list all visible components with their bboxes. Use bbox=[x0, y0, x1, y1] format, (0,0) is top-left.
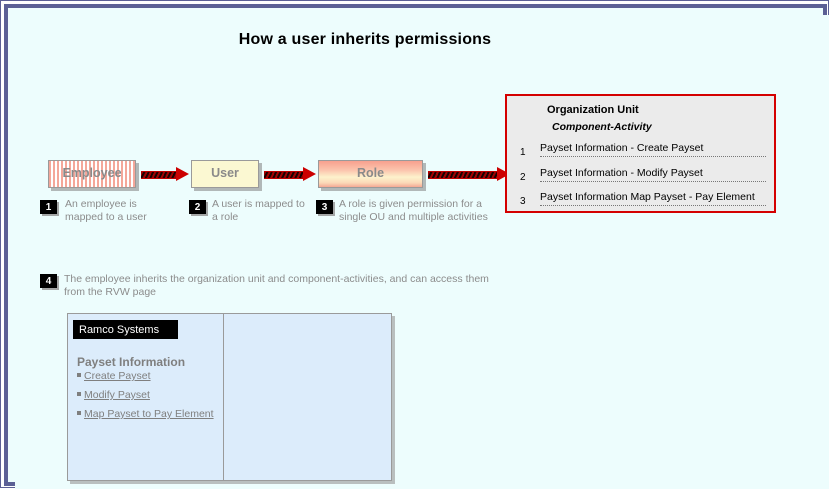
organization-unit-box: Organization Unit Component-Activity 1 P… bbox=[505, 94, 776, 213]
diagram-canvas: How a user inherits permissions Employee… bbox=[15, 15, 829, 489]
menu-link-label: Modify Payset bbox=[84, 389, 150, 401]
organization-unit-subtitle: Component-Activity bbox=[552, 121, 652, 133]
org-activity-row: 2 Payset Information - Modify Payset bbox=[517, 167, 769, 189]
org-activity-label: Payset Information - Create Payset bbox=[540, 142, 766, 157]
flow-box-role[interactable]: Role bbox=[318, 160, 423, 188]
arrow-head bbox=[176, 167, 189, 181]
org-activity-number: 2 bbox=[520, 172, 526, 183]
payset-information-heading: Payset Information bbox=[77, 355, 186, 369]
organization-unit-title: Organization Unit bbox=[547, 104, 639, 116]
org-activity-number: 3 bbox=[520, 196, 526, 207]
step-badge-4: 4 bbox=[40, 274, 57, 288]
step-caption-3: A role is given permission for a single … bbox=[339, 198, 488, 223]
arrow-head bbox=[303, 167, 316, 181]
menu-link-create-payset[interactable]: Create Payset bbox=[77, 370, 151, 382]
flow-box-user-label: User bbox=[211, 166, 239, 180]
menu-link-label: Map Payset to Pay Element bbox=[84, 408, 214, 420]
step-badge-1: 1 bbox=[40, 200, 57, 214]
arrow-right-icon-role-to-org-unit bbox=[428, 167, 510, 181]
bullet-icon bbox=[77, 411, 81, 416]
menu-link-map-payset-to-pay-element[interactable]: Map Payset to Pay Element bbox=[77, 408, 214, 420]
org-activity-label: Payset Information Map Payset - Pay Elem… bbox=[540, 191, 766, 206]
arrow-shaft bbox=[428, 171, 498, 179]
flow-box-employee[interactable]: Employee bbox=[48, 160, 136, 188]
step-badge-2: 2 bbox=[189, 200, 206, 214]
flow-box-role-label: Role bbox=[356, 166, 385, 180]
bullet-icon bbox=[77, 392, 81, 397]
arrow-right-icon-user-to-role bbox=[264, 167, 316, 181]
menu-link-modify-payset[interactable]: Modify Payset bbox=[77, 389, 150, 401]
flow-box-employee-label: Employee bbox=[62, 166, 122, 180]
org-activity-row: 1 Payset Information - Create Payset bbox=[517, 142, 769, 164]
ramco-systems-panel: Ramco Systems Payset Information Create … bbox=[67, 313, 392, 481]
org-activity-row: 3 Payset Information Map Payset - Pay El… bbox=[517, 191, 769, 213]
arrow-shaft bbox=[264, 171, 304, 179]
ramco-systems-header: Ramco Systems bbox=[73, 320, 178, 339]
arrow-shaft bbox=[141, 171, 177, 179]
panel-divider bbox=[223, 314, 224, 480]
step-caption-2: A user is mapped to a role bbox=[212, 198, 305, 223]
page-title: How a user inherits permissions bbox=[238, 31, 492, 48]
window-frame-inner: How a user inherits permissions Employee… bbox=[4, 4, 829, 489]
arrow-right-icon-employee-to-user bbox=[141, 167, 189, 181]
menu-link-label: Create Payset bbox=[84, 370, 151, 382]
step-caption-1: An employee is mapped to a user bbox=[65, 198, 147, 223]
org-activity-number: 1 bbox=[520, 147, 526, 158]
step-badge-3: 3 bbox=[316, 200, 333, 214]
bullet-icon bbox=[77, 373, 81, 378]
step-caption-4: The employee inherits the organization u… bbox=[64, 273, 489, 298]
flow-box-user[interactable]: User bbox=[191, 160, 259, 188]
org-activity-label: Payset Information - Modify Payset bbox=[540, 167, 766, 182]
